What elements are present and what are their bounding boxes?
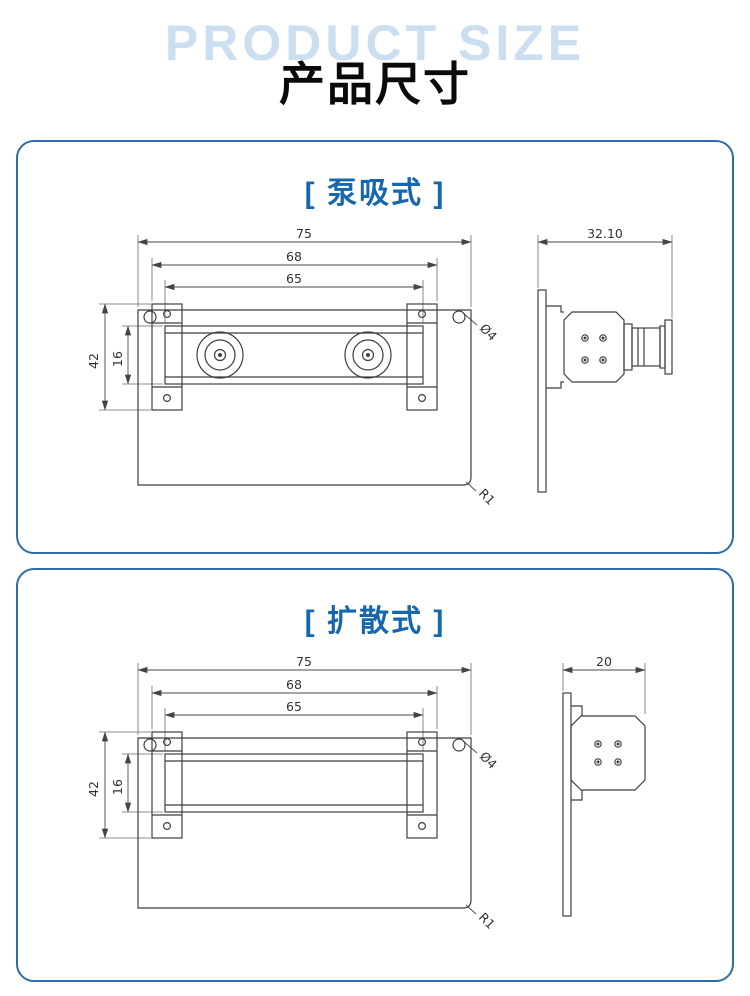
pump-side-geometry: [537, 289, 673, 493]
dim-width-inner: 65: [286, 699, 302, 714]
dim-hole-diameter: Ø4: [477, 749, 500, 772]
dimension-lines: [101, 666, 478, 915]
panel-pump-title: [ 泵吸式 ]: [304, 177, 446, 210]
pump-front-view: 75 68 65 42 16 Ø4 R1: [86, 226, 500, 508]
diffusion-side-view: 20: [562, 654, 646, 917]
watermark-text: PRODUCT SIZE: [164, 15, 586, 71]
diffusion-type-technical-drawing: 75 68 65 42 16 Ø4 R1: [86, 654, 646, 932]
pump-front-geometry: [137, 303, 472, 486]
dim-height-outer: 42: [86, 353, 101, 369]
dimension-lines: [101, 238, 478, 492]
dim-depth: 32.10: [587, 226, 623, 241]
dim-corner-radius: R1: [476, 486, 498, 508]
dim-width-outer: 75: [296, 654, 312, 669]
diffusion-front-view: 75 68 65 42 16 Ø4 R1: [86, 654, 500, 932]
panel-pump-suction: [ 泵吸式 ]: [16, 140, 734, 554]
dim-corner-radius: R1: [476, 910, 498, 932]
page-header: PRODUCT SIZE 产品尺寸: [0, 0, 750, 140]
diffusion-front-geometry: [137, 731, 472, 909]
dim-height-inner: 16: [110, 779, 125, 795]
dim-height-inner: 16: [110, 351, 125, 367]
dim-width-mid: 68: [286, 677, 302, 692]
panel-diffusion: [ 扩散式 ]: [16, 568, 734, 982]
dim-depth: 20: [596, 654, 612, 669]
panel-diffusion-title: [ 扩散式 ]: [304, 605, 446, 638]
dim-width-mid: 68: [286, 249, 302, 264]
dim-height-outer: 42: [86, 781, 101, 797]
page-title: 产品尺寸: [279, 58, 471, 110]
diffusion-side-geometry: [562, 692, 646, 917]
dim-width-outer: 75: [296, 226, 312, 241]
dim-width-inner: 65: [286, 271, 302, 286]
pump-side-view: 32.10: [537, 226, 673, 493]
dim-hole-diameter: Ø4: [477, 321, 500, 344]
pump-type-technical-drawing: 75 68 65 42 16 Ø4 R1: [86, 226, 673, 508]
